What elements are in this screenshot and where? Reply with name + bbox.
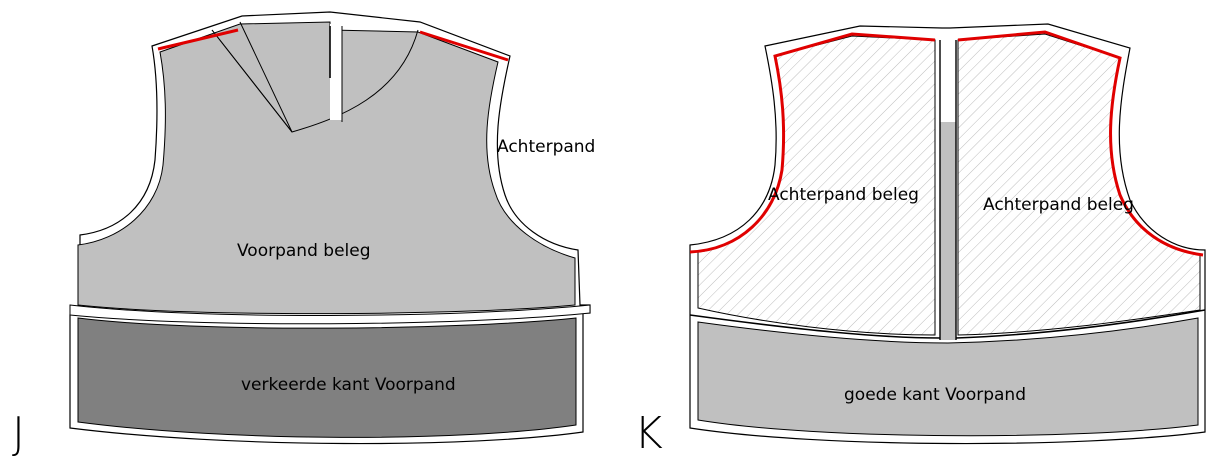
k-waist-line [689, 309, 1206, 339]
j-waist-band [69, 304, 591, 325]
j-shoulder-stitch-right [419, 30, 509, 62]
k-label-right-side: goede kant Voorpand [844, 385, 1026, 405]
k-back-facing-right [957, 33, 1201, 336]
k-stitch-right [957, 30, 1204, 257]
k-front-right-side [697, 317, 1199, 437]
j-label-facing: Voorpand beleg [237, 241, 371, 261]
j-neckline [211, 29, 419, 133]
j-shoulder-stitch-left [157, 28, 239, 51]
panel-j: Achterpand Voorpand beleg verkeerde kant… [12, 11, 595, 459]
panel-k: Achterpand beleg Achterpand beleg goede … [634, 23, 1206, 459]
k-stitch-left [689, 32, 936, 254]
k-center-strip [940, 122, 956, 340]
j-label-back: Achterpand [497, 137, 595, 157]
k-label-facing-left: Achterpand beleg [768, 185, 919, 205]
k-letter: K [634, 408, 663, 459]
j-front-wrong-side [77, 317, 577, 438]
j-letter: J [12, 408, 25, 459]
k-label-facing-right: Achterpand beleg [983, 195, 1134, 215]
j-dart [211, 21, 293, 133]
j-front-facing [77, 21, 576, 315]
j-center-slit [330, 24, 342, 120]
j-label-wrong-side: verkeerde kant Voorpand [241, 375, 456, 395]
